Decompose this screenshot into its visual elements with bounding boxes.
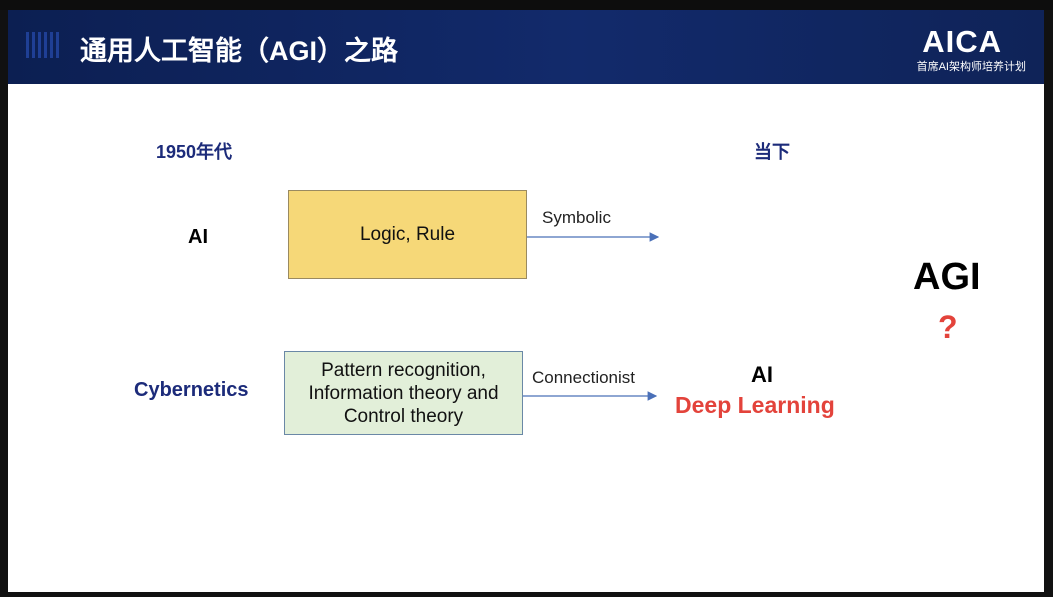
edge-label-connectionist: Connectionist <box>532 368 636 387</box>
window-top-strip <box>0 0 1053 10</box>
slide-title: 通用人工智能（AGI）之路 <box>80 36 399 66</box>
row-label-ai: AI <box>188 226 208 248</box>
agi-label: AGI <box>913 256 981 298</box>
aica-logo: AICA <box>922 24 1002 59</box>
diagram-area: 1950年代 当下 AI Cybernetics Logic, Rule Pat… <box>8 84 1044 592</box>
pattern-box-line-2: Information theory and <box>308 382 499 404</box>
header-stripes-decoration <box>26 32 62 63</box>
slide-header: 通用人工智能（AGI）之路 AICA 首席AI架构师培养计划 <box>8 10 1044 84</box>
logic-rule-box: Logic, Rule <box>288 190 527 279</box>
row-label-cybernetics: Cybernetics <box>134 379 249 401</box>
pattern-recognition-box: Pattern recognition, Information theory … <box>284 351 523 435</box>
era-label-1950s: 1950年代 <box>156 142 233 162</box>
agi-question-mark: ? <box>938 309 958 345</box>
edge-label-symbolic: Symbolic <box>542 208 611 227</box>
logic-rule-text: Logic, Rule <box>359 224 456 245</box>
result-ai-label: AI <box>751 362 773 387</box>
connector-arrows <box>523 232 660 401</box>
csdn-watermark: CSDN @愚昧之山绝望之谷开悟之坡 <box>780 571 1039 590</box>
slide: 通用人工智能（AGI）之路 AICA 首席AI架构师培养计划 1950年代 当下… <box>8 10 1044 592</box>
pattern-box-line-3: Control theory <box>343 405 464 427</box>
pattern-box-line-1: Pattern recognition, <box>321 359 486 381</box>
deep-learning-label: Deep Learning <box>675 392 835 418</box>
aica-logo-subtitle: 首席AI架构师培养计划 <box>916 61 1026 73</box>
era-label-present: 当下 <box>754 142 790 162</box>
